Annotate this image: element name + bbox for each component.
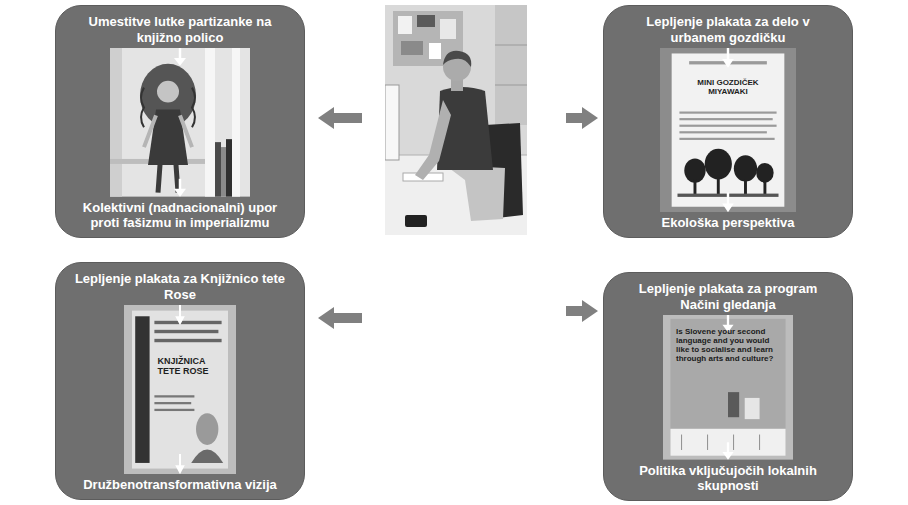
photo: KNJIŽNICA TETE ROSE [124, 305, 236, 474]
photo-illustration [110, 48, 250, 197]
block-arrow [318, 107, 362, 129]
poster-text: Is Slovene your second language and you … [676, 327, 780, 364]
box-conclusion: Ekološka perspektiva [618, 215, 838, 231]
box-heading: Lepljenje plakata za program Načini gled… [618, 281, 838, 312]
box-conclusion: Politika vključujočih lokalnih skupnosti [618, 463, 838, 494]
concept-box: Lepljenje plakata za delo v urbanem gozd… [603, 5, 853, 238]
block-arrow [566, 107, 598, 129]
photo [110, 48, 250, 197]
box-heading: Umestitve lutke partizanke na knjižno po… [70, 14, 290, 45]
box-heading: Lepljenje plakata za delo v urbanem gozd… [618, 14, 838, 45]
poster-text: KNJIŽNICA TETE ROSE [158, 356, 227, 377]
concept-box: Umestitve lutke partizanke na knjižno po… [55, 5, 305, 238]
concept-box: Lepljenje plakata za program Načini gled… [603, 272, 853, 501]
photo: Is Slovene your second language and you … [663, 315, 793, 460]
concept-box: Lepljenje plakata za Knjižnico tete Rose… [55, 262, 305, 500]
box-conclusion: Kolektivni (nadnacionalni) upor proti fa… [70, 200, 290, 231]
block-arrow [566, 300, 598, 322]
box-conclusion: Družbenotransformativna vizija [70, 477, 290, 493]
poster-text: MINI GOZDIČEK MIYAWAKI [687, 78, 769, 96]
photo-illustration [124, 305, 236, 474]
block-arrow [318, 307, 362, 329]
box-heading: Lepljenje plakata za Knjižnico tete Rose [70, 271, 290, 302]
photo: MINI GOZDIČEK MIYAWAKI [660, 48, 796, 212]
office-photo [385, 5, 527, 235]
photo-illustration [660, 48, 796, 212]
